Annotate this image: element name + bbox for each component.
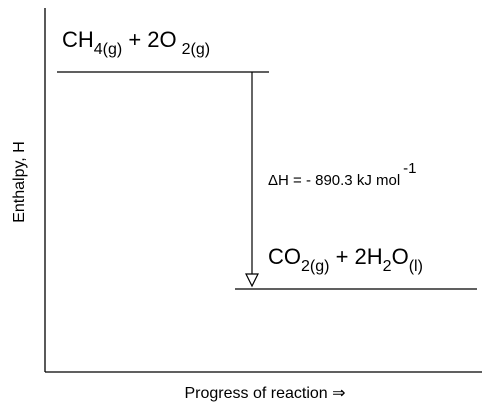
- y-axis-label: Enthalpy, H: [11, 141, 28, 223]
- x-axis-label: Progress of reaction ⇒: [184, 385, 345, 402]
- delta-h-label: ΔH = - 890.3 kJ mol-1: [268, 160, 417, 189]
- products-label: CO2(g) + 2H2O(l): [268, 244, 423, 275]
- down-arrow-icon: [245, 72, 259, 288]
